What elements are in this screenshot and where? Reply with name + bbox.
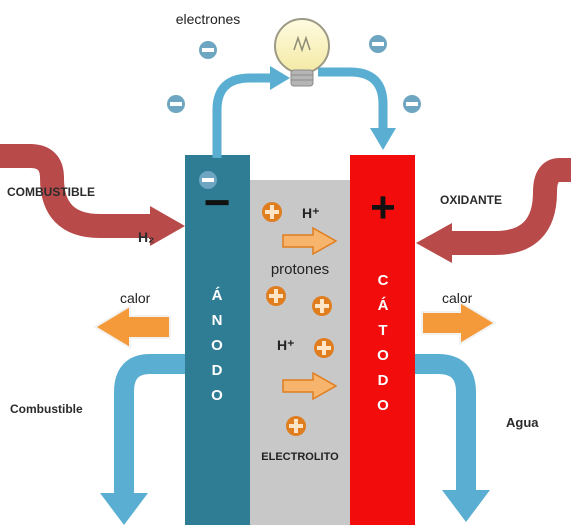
h-plus-label: H⁺ <box>302 205 320 221</box>
electrolyte-region <box>250 180 350 525</box>
water-outflow-arrow <box>415 354 476 492</box>
cathode-letter: C <box>378 272 389 289</box>
electron-icon <box>403 95 421 113</box>
anode-letter: O <box>211 387 223 404</box>
fuel-inflow-arrowhead <box>150 206 185 246</box>
water-label: Agua <box>506 415 539 430</box>
electrolyte-label: ELECTROLITO <box>261 451 339 463</box>
cathode-plate <box>350 155 415 525</box>
fuel-outflow-arrow <box>114 354 185 495</box>
oxidant-inflow-arrow <box>450 158 571 255</box>
proton-icon <box>266 286 286 306</box>
electron-icon <box>167 95 185 113</box>
cathode-letter: O <box>377 347 389 364</box>
electron-wire-left <box>212 73 270 158</box>
anode-minus-sign: − <box>204 176 231 228</box>
proton-icon <box>262 202 282 222</box>
anode-letter: O <box>211 337 223 354</box>
fuel-out-label: Combustible <box>10 402 83 416</box>
electron-wire-arrowhead-right <box>370 128 396 150</box>
anode-letter: Á <box>212 287 223 304</box>
cathode-letter: Á <box>378 297 389 314</box>
fuel-in-label: COMBUSTIBLE <box>7 185 95 199</box>
h-plus-label: H⁺ <box>277 337 295 353</box>
cathode-letter: D <box>378 372 389 389</box>
anode-plate <box>185 155 250 525</box>
electrons-label: electrones <box>176 11 241 27</box>
fuel-outflow-arrowhead <box>100 493 148 525</box>
electron-icon <box>199 171 217 189</box>
protons-label: protones <box>271 261 329 278</box>
electron-wire-arrowhead-left <box>270 66 290 90</box>
water-outflow-arrowhead <box>442 490 490 522</box>
anode-letter: D <box>212 362 223 379</box>
light-bulb-icon <box>274 18 330 87</box>
proton-icon <box>286 416 306 436</box>
anode-letter: N <box>212 312 223 329</box>
h2-label: H₂ <box>138 229 154 245</box>
oxidant-inflow-arrowhead <box>416 223 452 263</box>
cathode-letter: T <box>378 322 387 339</box>
proton-flow-arrow <box>282 371 338 401</box>
heat-label-right: calor <box>442 290 473 306</box>
proton-icon <box>314 338 334 358</box>
electron-wire-right <box>318 67 388 130</box>
heat-arrow-left <box>93 304 171 350</box>
fuel-inflow-arrow <box>0 144 152 238</box>
cathode-plus-sign: + <box>370 183 396 232</box>
oxidant-label: OXIDANTE <box>440 193 502 207</box>
proton-flow-arrow <box>282 226 338 256</box>
electron-icon <box>199 41 217 59</box>
heat-arrow-right <box>421 300 497 346</box>
cathode-letter: O <box>377 397 389 414</box>
heat-label-left: calor <box>120 290 151 306</box>
electron-icon <box>369 35 387 53</box>
proton-icon <box>312 296 332 316</box>
